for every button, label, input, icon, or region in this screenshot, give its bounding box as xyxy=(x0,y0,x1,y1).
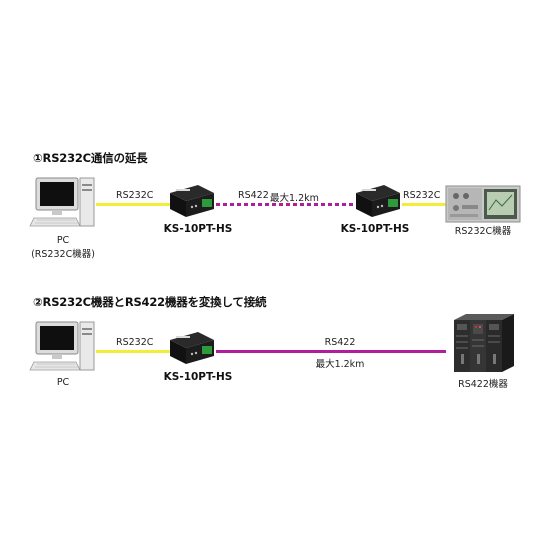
rs232-cable xyxy=(402,203,448,206)
pc-sublabel: (RS232C機器) xyxy=(31,249,95,260)
monitor-device-icon xyxy=(445,185,521,223)
rs232-cable xyxy=(96,350,170,353)
model-label: KS-10PT-HS xyxy=(163,371,233,383)
rs422-label: RS422 xyxy=(324,337,356,348)
device-label: RS232C機器 xyxy=(454,226,512,237)
model-label-right: KS-10PT-HS xyxy=(340,223,410,235)
rs232-label: RS232C xyxy=(116,337,154,348)
rs422-label: RS422 xyxy=(238,190,269,201)
converter-icon xyxy=(170,185,214,217)
server-rack-icon xyxy=(454,314,514,372)
model-label-left: KS-10PT-HS xyxy=(163,223,233,235)
rs232-label: RS232C xyxy=(116,190,154,201)
converter-icon xyxy=(356,185,400,217)
section1-heading: ①RS232C通信の延長 xyxy=(33,151,148,165)
rs422-cable xyxy=(216,350,446,353)
device-label: RS422機器 xyxy=(458,379,508,390)
rs232-label: RS232C xyxy=(403,190,441,201)
section2-heading: ②RS232C機器とRS422機器を変換して接続 xyxy=(33,295,267,309)
rs422-cable xyxy=(216,203,356,206)
converter-icon xyxy=(170,332,214,364)
pc-label: PC xyxy=(56,377,70,388)
pc-icon xyxy=(29,177,95,227)
rs232-cable xyxy=(96,203,170,206)
distance-label: 最大1.2km xyxy=(315,359,365,370)
distance-label: 最大1.2km xyxy=(270,193,319,204)
pc-label: PC xyxy=(56,235,70,246)
pc-icon xyxy=(29,321,95,371)
